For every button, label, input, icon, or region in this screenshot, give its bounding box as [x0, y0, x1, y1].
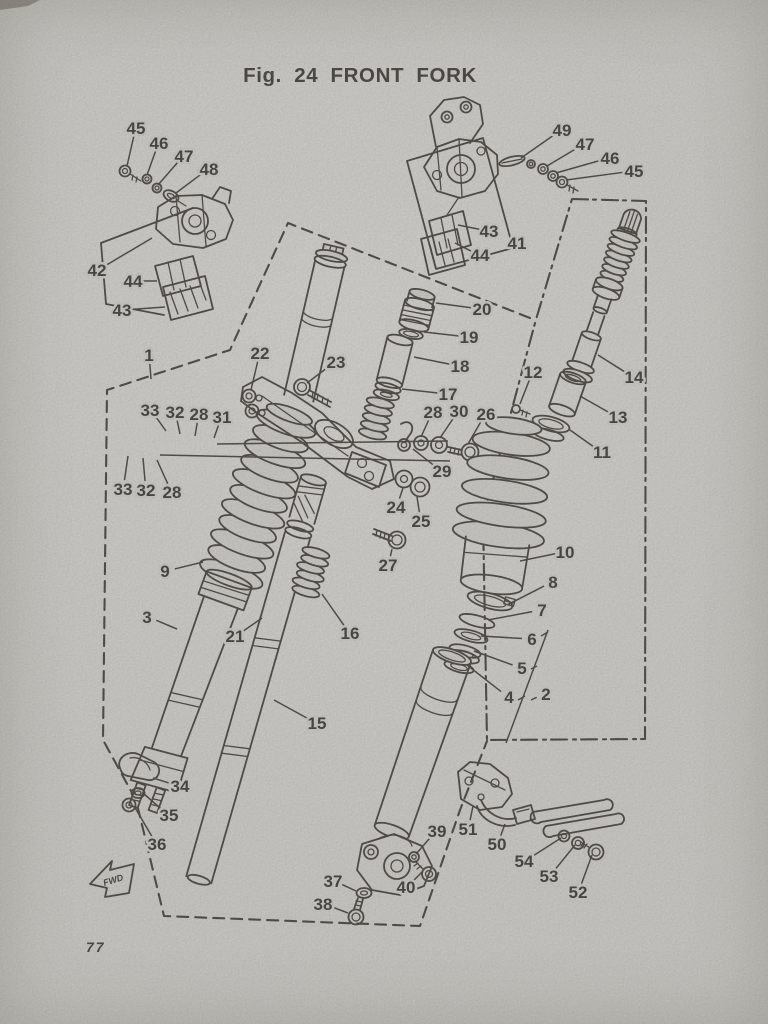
front-fork-exploded-diagram: Fig. 24 FRONT FORK	[0, 0, 768, 1024]
paper-grain-dark	[0, 0, 768, 1024]
scanned-manual-page: Fig. 24 FRONT FORK	[0, 0, 768, 1024]
